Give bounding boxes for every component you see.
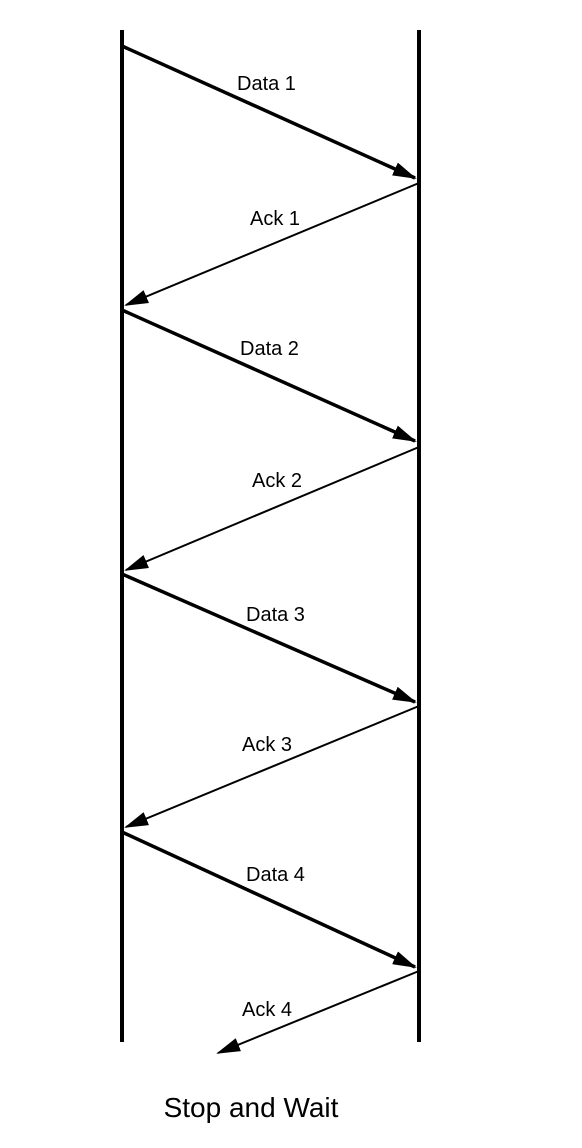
ack-2-arrow: [124, 446, 420, 571]
data-3-arrow: [121, 572, 417, 704]
data-4-arrow: [121, 830, 417, 969]
data-1-label: Data 1: [237, 73, 296, 95]
data-3-label: Data 3: [246, 604, 305, 626]
ack-3-arrow: [124, 705, 420, 828]
ack-2-label: Ack 2: [252, 470, 302, 492]
data-2-arrow: [121, 308, 417, 443]
data-4-label: Data 4: [246, 864, 305, 886]
ack-1-label: Ack 1: [250, 208, 300, 230]
data-2-label: Data 2: [240, 338, 299, 360]
diagram-caption: Stop and Wait: [163, 1092, 339, 1123]
ack-1-arrow: [124, 182, 420, 306]
ack-4-label: Ack 4: [242, 999, 292, 1021]
ack-4-arrow: [216, 970, 420, 1054]
ack-3-label: Ack 3: [242, 734, 292, 756]
data-1-arrow: [121, 44, 417, 180]
